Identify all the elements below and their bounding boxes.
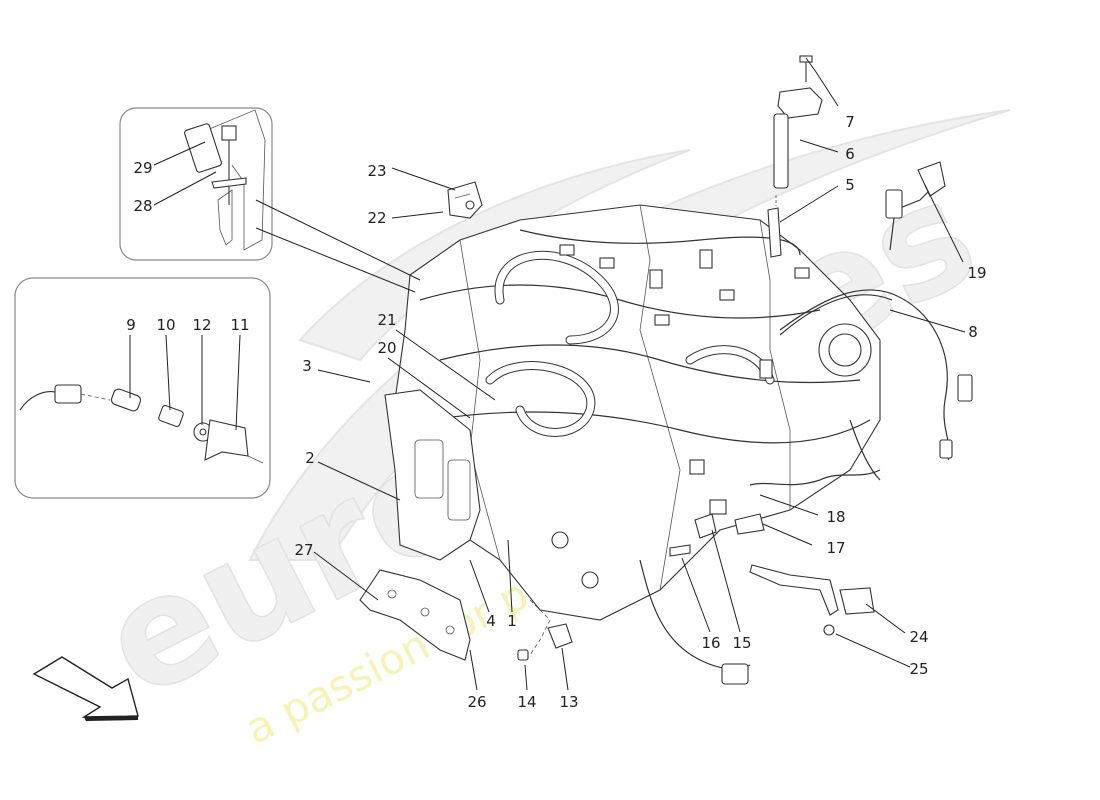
inset-sensor-assembly — [14, 277, 271, 499]
callout-15: 15 — [732, 634, 751, 652]
callout-10: 10 — [156, 316, 175, 334]
front-direction-arrow-icon — [32, 656, 139, 721]
callout-7: 7 — [845, 113, 855, 131]
callout-25: 25 — [909, 660, 928, 678]
bracket-22-23 — [447, 181, 483, 219]
leader-lines — [129, 57, 966, 691]
callout-28: 28 — [133, 197, 152, 215]
callout-17: 17 — [826, 539, 845, 557]
callout-16: 16 — [701, 634, 720, 652]
callout-6: 6 — [845, 145, 855, 163]
callout-5: 5 — [845, 176, 855, 194]
callout-11: 11 — [230, 316, 249, 334]
callout-29: 29 — [133, 159, 152, 177]
inset-sensor-bracket — [119, 107, 273, 261]
wiring-harness-lower — [517, 513, 765, 685]
callout-19: 19 — [967, 264, 986, 282]
callout-4: 4 — [486, 612, 496, 630]
callout-21: 21 — [377, 311, 396, 329]
callout-2: 2 — [305, 449, 315, 467]
callout-14: 14 — [517, 693, 536, 711]
callout-23: 23 — [367, 162, 386, 180]
callout-labels: 1 2 3 4 5 6 7 8 9 10 12 11 13 14 15 16 1… — [126, 113, 986, 711]
callout-27: 27 — [294, 541, 313, 559]
callout-20: 20 — [377, 339, 396, 357]
callout-12: 12 — [192, 316, 211, 334]
callout-24: 24 — [909, 628, 928, 646]
bracket-plates — [359, 389, 481, 661]
right-bracket — [749, 564, 875, 636]
callout-26: 26 — [467, 693, 486, 711]
wiring-harness-right — [749, 161, 973, 486]
callout-1: 1 — [507, 612, 517, 630]
callout-18: 18 — [826, 508, 845, 526]
ignition-coil-assembly — [767, 55, 823, 258]
inset-connector-lines — [255, 199, 421, 293]
callout-8: 8 — [968, 323, 978, 341]
callout-13: 13 — [559, 693, 578, 711]
callout-22: 22 — [367, 209, 386, 227]
callout-9: 9 — [126, 316, 136, 334]
callout-3: 3 — [302, 357, 312, 375]
